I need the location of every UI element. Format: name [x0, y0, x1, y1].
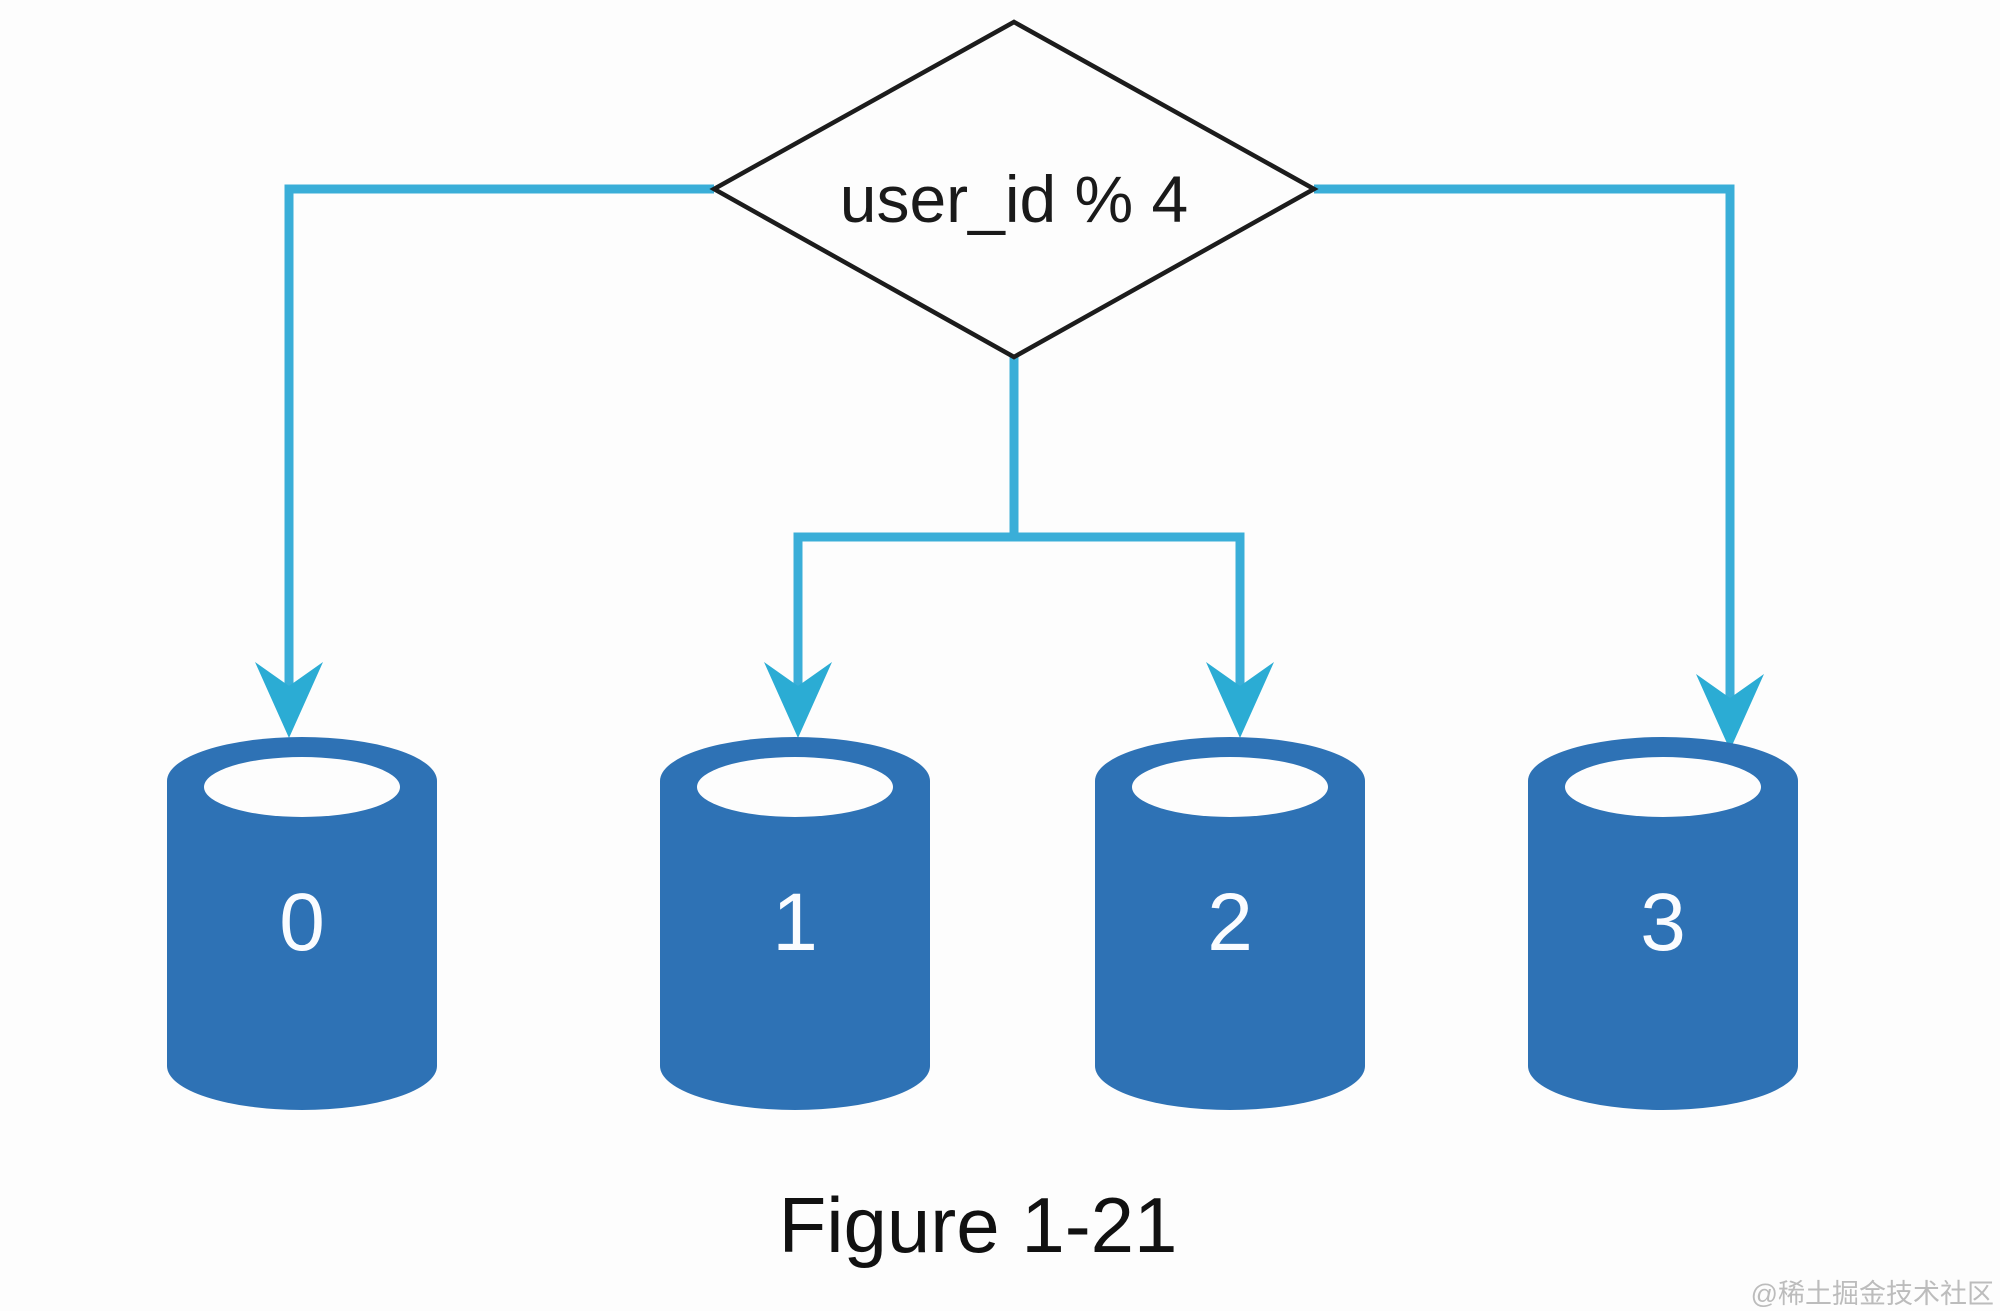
database-cylinder-icon: [1095, 737, 1365, 1110]
shard-label: 0: [279, 877, 325, 968]
cylinder-opening: [1132, 757, 1328, 817]
connector-left: [284, 184, 714, 690]
decision-node: user_id % 4: [709, 19, 1319, 360]
arrowhead-shard-1: [764, 662, 832, 738]
figure-caption: Figure 1-21: [779, 1181, 1178, 1269]
database-shard-0: 0: [167, 737, 437, 1110]
shard-label: 3: [1640, 877, 1686, 968]
shard-label: 2: [1207, 877, 1253, 968]
decision-label: user_id % 4: [840, 162, 1189, 236]
watermark-text: @稀土掘金技术社区: [1751, 1279, 1994, 1309]
database-shard-2: 2: [1095, 737, 1365, 1110]
cylinder-opening: [1565, 757, 1761, 817]
database-shard-1: 1: [660, 737, 930, 1110]
database-cylinder-icon: [167, 737, 437, 1110]
connector-middle: [793, 357, 1245, 690]
arrowhead-shard-3: [1696, 674, 1764, 750]
connector-right: [1314, 184, 1735, 702]
cylinder-opening: [204, 757, 400, 817]
arrowhead-shard-2: [1206, 662, 1274, 738]
database-shard-3: 3: [1528, 737, 1798, 1110]
connectors: [255, 184, 1764, 750]
database-cylinder-icon: [1528, 737, 1798, 1110]
cylinder-opening: [697, 757, 893, 817]
arrowhead-shard-0: [255, 662, 323, 738]
shard-label: 1: [772, 877, 818, 968]
database-cylinder-icon: [660, 737, 930, 1110]
decision-diamond-shape: [709, 19, 1319, 360]
